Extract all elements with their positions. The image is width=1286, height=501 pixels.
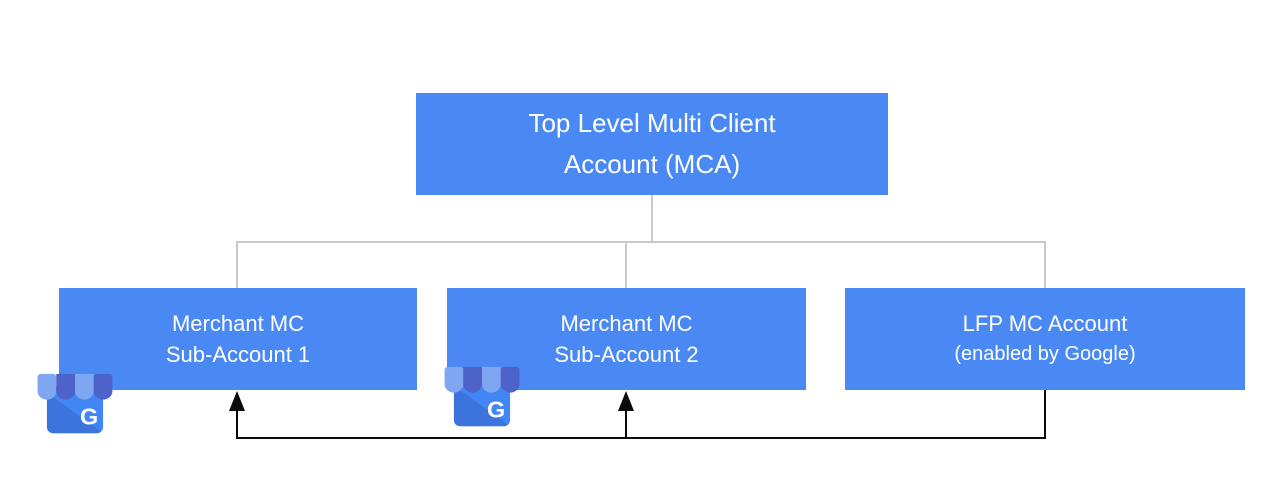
feed-line-horizontal bbox=[236, 437, 1046, 439]
google-my-business-storefront-icon: G bbox=[37, 373, 113, 434]
node-label-line: Sub-Account 2 bbox=[554, 342, 699, 367]
node-label-line: Merchant MC bbox=[560, 311, 693, 336]
connector-root-stem bbox=[651, 195, 653, 242]
awning bbox=[444, 366, 520, 393]
node-label-line: Sub-Account 1 bbox=[165, 342, 311, 367]
node-merchant-sub-account-1: Merchant MC Sub-Account 1 bbox=[59, 288, 417, 390]
feed-line-lfp-down bbox=[1044, 390, 1046, 438]
node-label-line: Top Level Multi Client bbox=[528, 108, 776, 138]
connector-horizontal-bus bbox=[236, 241, 1046, 243]
node-top-level-mca: Top Level Multi Client Account (MCA) bbox=[416, 93, 888, 195]
awning bbox=[37, 373, 113, 400]
google-g-glyph: G bbox=[487, 397, 505, 423]
node-lfp-mc-account: LFP MC Account (enabled by Google) bbox=[845, 288, 1245, 390]
feed-line-up-sub1 bbox=[236, 408, 238, 439]
google-g-glyph: G bbox=[80, 404, 98, 430]
arrowhead-to-sub2 bbox=[618, 391, 634, 411]
node-label-line: Account (MCA) bbox=[563, 149, 741, 179]
google-my-business-storefront-icon: G bbox=[444, 366, 520, 427]
feed-line-up-sub2 bbox=[625, 408, 627, 439]
node-label-line: (enabled by Google) bbox=[954, 343, 1136, 365]
node-label-line: LFP MC Account bbox=[962, 311, 1128, 336]
connector-drop-sub1 bbox=[236, 241, 238, 289]
connector-drop-sub2 bbox=[625, 241, 627, 289]
arrowhead-to-sub1 bbox=[229, 391, 245, 411]
node-label-line: Merchant MC bbox=[171, 311, 305, 336]
connector-drop-lfp bbox=[1044, 241, 1046, 289]
